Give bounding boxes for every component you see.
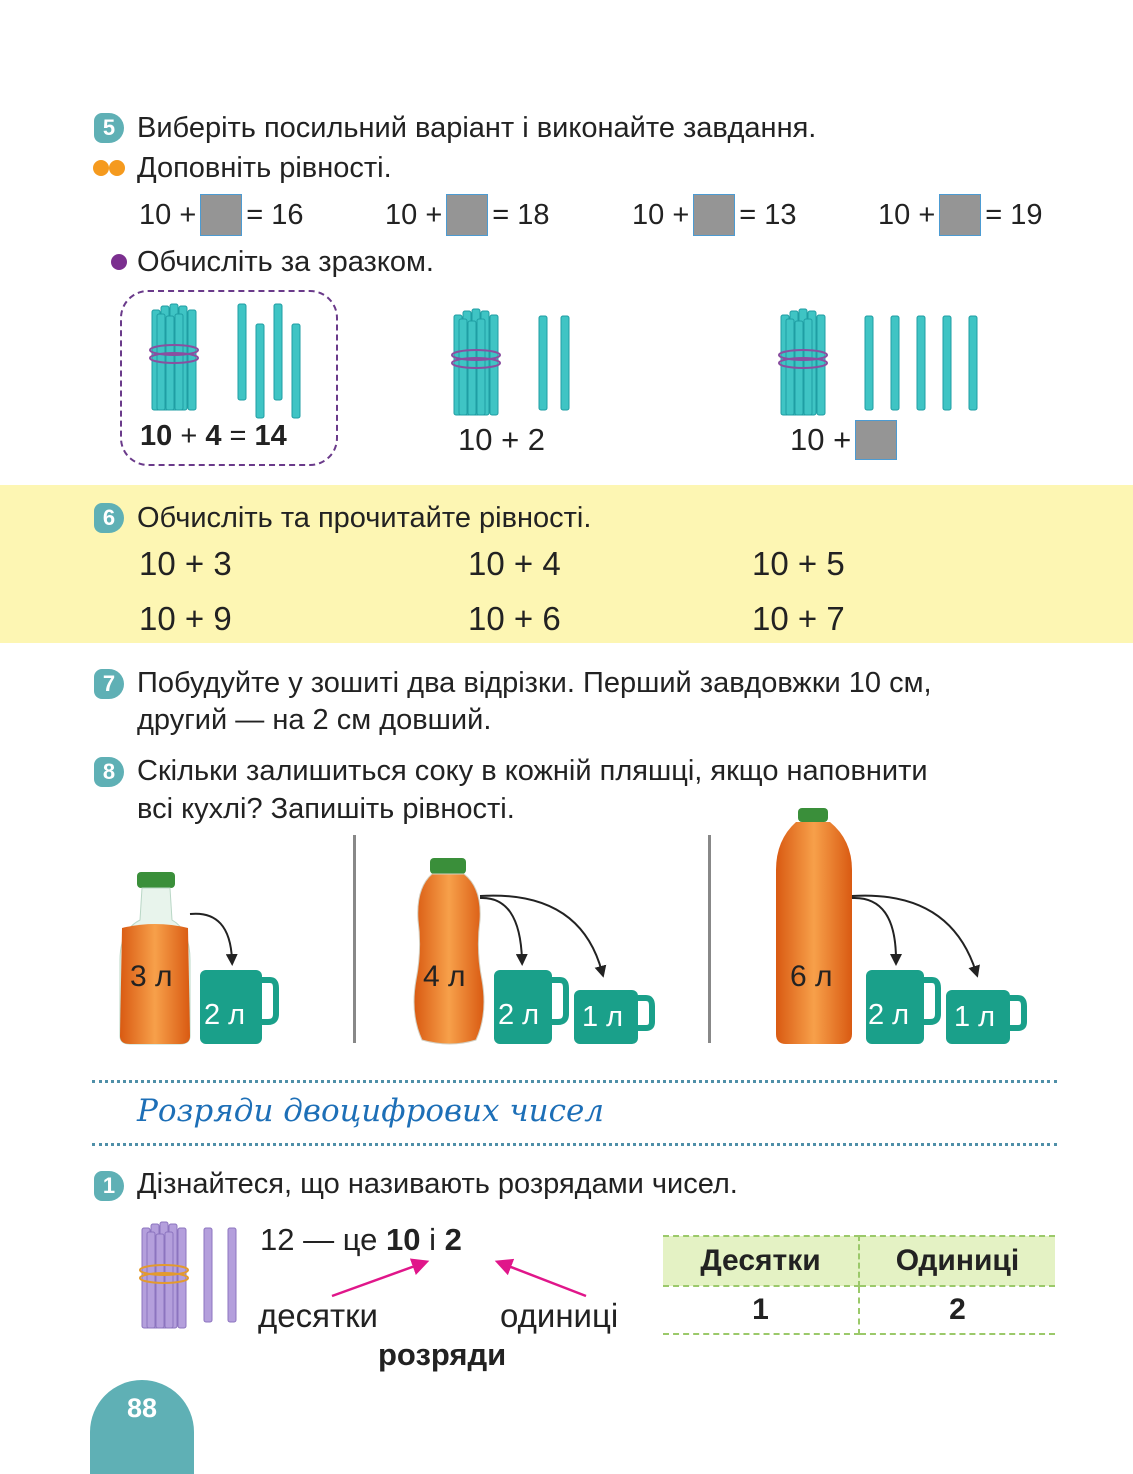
equation-left: 10 +: [385, 198, 443, 231]
label-tens: десятки: [258, 1297, 378, 1334]
label-digits: розряди: [378, 1337, 507, 1372]
equation-right: = 18: [492, 198, 550, 231]
place-value-table: Десятки Одиниці 1 2: [663, 1235, 1055, 1335]
single-sticks-icon: [538, 315, 570, 411]
sample-plus: +: [180, 420, 198, 452]
equation-2: 10 + = 18: [385, 194, 550, 236]
task6-background: [0, 485, 1133, 643]
answer-box[interactable]: [693, 194, 736, 236]
stick-bundle-icon: [149, 303, 199, 411]
section-title: Розряди двоцифрових чисел: [137, 1093, 605, 1129]
cup-label: 1 л: [954, 1001, 996, 1033]
place-value-statement: 12 — це 10 і 2: [260, 1222, 462, 1258]
bottle-label: 4 л: [423, 960, 466, 993]
stick-bundle-icon: [778, 308, 828, 416]
equation-right: = 16: [246, 198, 304, 231]
sample-eq: =: [229, 420, 247, 452]
cup-icon: [574, 990, 655, 1044]
item2-expression: 10 + 2: [458, 422, 546, 457]
sample-a: 10: [140, 420, 173, 452]
item3-left: 10 +: [790, 422, 852, 457]
cup-label: 2 л: [498, 999, 540, 1031]
tens-value: 10: [385, 1222, 421, 1257]
expression: 10 + 3: [139, 545, 232, 582]
pointer-arrows: [331, 1258, 587, 1298]
cup-label: 1 л: [582, 1001, 624, 1033]
divider: [353, 835, 356, 1043]
expression: 10 + 4: [468, 545, 561, 582]
two-dots-icon: [92, 159, 132, 177]
task8-line2: всі кухлі? Запишіть рівності.: [137, 793, 515, 825]
equation-3: 10 + = 13: [632, 194, 797, 236]
statement-conj: і: [429, 1222, 436, 1257]
answer-box[interactable]: [446, 194, 489, 236]
expression: 10 + 5: [752, 545, 845, 582]
bottle-icon: [776, 808, 852, 1044]
cup-icon: [946, 990, 1027, 1044]
equation-left: 10 +: [139, 198, 197, 231]
value-tens: 1: [663, 1286, 860, 1335]
dotted-rule: [92, 1080, 1057, 1083]
page-number-text: 88: [126, 1392, 158, 1423]
equation-left: 10 +: [878, 198, 936, 231]
equation-left: 10 +: [632, 198, 690, 231]
header-ones: Одиниці: [859, 1235, 1055, 1287]
cup-label: 2 л: [868, 999, 910, 1031]
dotted-rule: [92, 1143, 1057, 1146]
equation-right: = 19: [985, 198, 1043, 231]
single-sticks-icon: [237, 303, 301, 419]
statement-prefix: 12 — це: [260, 1222, 378, 1257]
stick-bundle-icon: [451, 308, 501, 416]
bottle-icon: [119, 872, 191, 1045]
task5-badge: 5: [94, 113, 124, 143]
equation-1: 10 + = 16: [139, 194, 304, 236]
label-ones: одиниці: [500, 1297, 619, 1334]
sample-box: [120, 290, 338, 466]
task6-badge: 6: [94, 503, 124, 533]
equation-right: = 13: [739, 198, 797, 231]
sample-equation: 10 + 4 = 14: [140, 420, 287, 453]
header-tens: Десятки: [663, 1235, 860, 1287]
task7-badge: 7: [94, 669, 124, 699]
task6-text: Обчисліть та прочитайте рівності.: [137, 502, 592, 534]
single-sticks-icon: [864, 315, 978, 411]
cup-icon: [866, 970, 941, 1044]
task1-badge: 1: [94, 1171, 124, 1201]
cup-icon: [494, 970, 569, 1044]
bottle-label: 6 л: [790, 960, 833, 993]
divider: [708, 835, 711, 1043]
task5-text: Виберіть посильний варіант і виконайте з…: [137, 112, 817, 144]
ones-value: 2: [444, 1222, 462, 1257]
dot-icon: [110, 253, 128, 271]
answer-box[interactable]: [855, 420, 898, 460]
task8-line1: Скільки залишиться соку в кожній пляшці,…: [137, 755, 928, 787]
task7-line2: другий — на 2 см довший.: [137, 704, 492, 736]
cup-label: 2 л: [204, 999, 246, 1031]
bottle-label: 3 л: [130, 960, 173, 993]
task8-badge: 8: [94, 757, 124, 787]
sample-c: 14: [254, 420, 287, 452]
task5-level1-text: Обчисліть за зразком.: [137, 246, 434, 278]
answer-box[interactable]: [200, 194, 243, 236]
bottle-icon: [413, 858, 485, 1045]
equation-4: 10 + = 19: [878, 194, 1043, 236]
page-number: 88: [90, 1380, 194, 1474]
answer-box[interactable]: [939, 194, 982, 236]
value-ones: 2: [859, 1286, 1055, 1335]
expression: 10 + 6: [468, 600, 561, 637]
purple-stick-bundle-icon: [139, 1221, 237, 1329]
expression: 10 + 9: [139, 600, 232, 637]
juice-illustration: [119, 808, 1027, 1045]
expression: 10 + 7: [752, 600, 845, 637]
cup-icon: [200, 970, 279, 1044]
sample-b: 4: [205, 420, 222, 452]
task1-text: Дізнайтеся, що називають розрядами чисел…: [137, 1168, 738, 1200]
item3-expression: 10 +: [790, 420, 898, 460]
task5-level2-text: Доповніть рівності.: [137, 152, 392, 184]
task7-line1: Побудуйте у зошиті два відрізки. Перший …: [137, 667, 932, 699]
